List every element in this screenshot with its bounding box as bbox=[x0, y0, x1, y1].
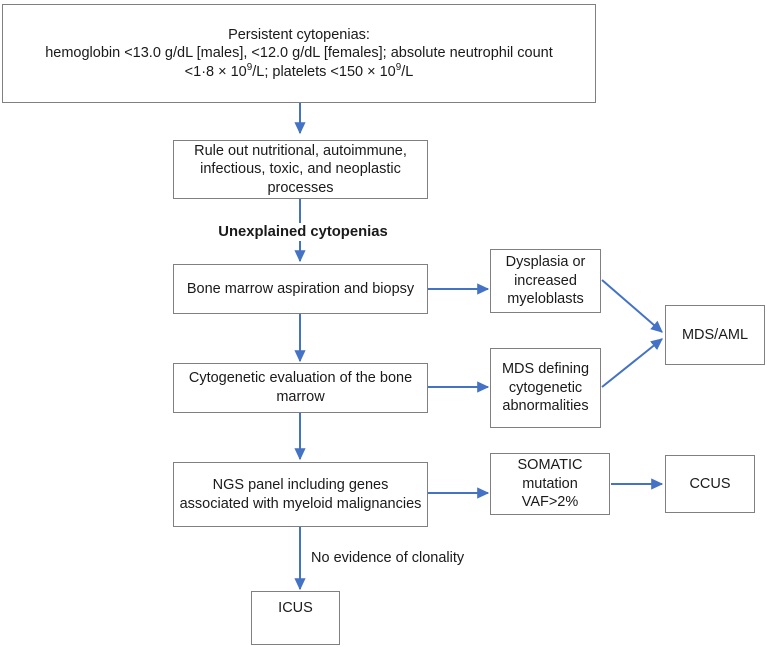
persistent-cytopenias-line1: Persistent cytopenias: bbox=[228, 26, 370, 43]
connector-mdsdefining-to-mdsaml bbox=[601, 338, 663, 388]
persistent-cytopenias-sup2: 9 bbox=[395, 61, 402, 73]
node-somatic-mutation-vaf[interactable]: SOMATIC mutation VAF>2% bbox=[490, 453, 610, 515]
persistent-cytopenias-line3-a: <1·8 × 10 bbox=[184, 63, 247, 80]
edge-label-no-evidence-clonality: No evidence of clonality bbox=[308, 549, 468, 568]
node-mds-defining-cytogenetic-abnormalities[interactable]: MDS defining cytogenetic abnormalities bbox=[490, 348, 601, 428]
node-ngs-panel[interactable]: NGS panel including genes associated wit… bbox=[173, 462, 428, 527]
edge-label-unexplained-cytopenias: Unexplained cytopenias bbox=[186, 223, 420, 242]
node-rule-out[interactable]: Rule out nutritional, autoimmune, infect… bbox=[173, 140, 428, 199]
persistent-cytopenias-line3-b: /L; platelets <150 × 10 bbox=[252, 63, 396, 80]
node-ccus[interactable]: CCUS bbox=[665, 455, 755, 513]
persistent-cytopenias-line2: hemoglobin <13.0 g/dL [males], <12.0 g/d… bbox=[45, 45, 553, 62]
persistent-cytopenias-line3: <1·8 × 109/L; platelets <150 × 109/L bbox=[45, 63, 553, 82]
node-cytogenetic-evaluation[interactable]: Cytogenetic evaluation of the bone marro… bbox=[173, 363, 428, 413]
persistent-cytopenias-line3-c: /L bbox=[401, 63, 414, 80]
node-bone-marrow-aspiration[interactable]: Bone marrow aspiration and biopsy bbox=[173, 264, 428, 314]
node-icus[interactable]: ICUS bbox=[251, 591, 340, 645]
node-dysplasia-increased-myeloblasts[interactable]: Dysplasia or increased myeloblasts bbox=[490, 249, 601, 313]
persistent-cytopenias-sup1: 9 bbox=[246, 61, 253, 73]
node-mds-aml[interactable]: MDS/AML bbox=[665, 305, 765, 365]
connector-dysplasia-to-mdsaml bbox=[601, 279, 663, 333]
node-persistent-cytopenias[interactable]: Persistent cytopenias: hemoglobin <13.0 … bbox=[2, 4, 596, 103]
